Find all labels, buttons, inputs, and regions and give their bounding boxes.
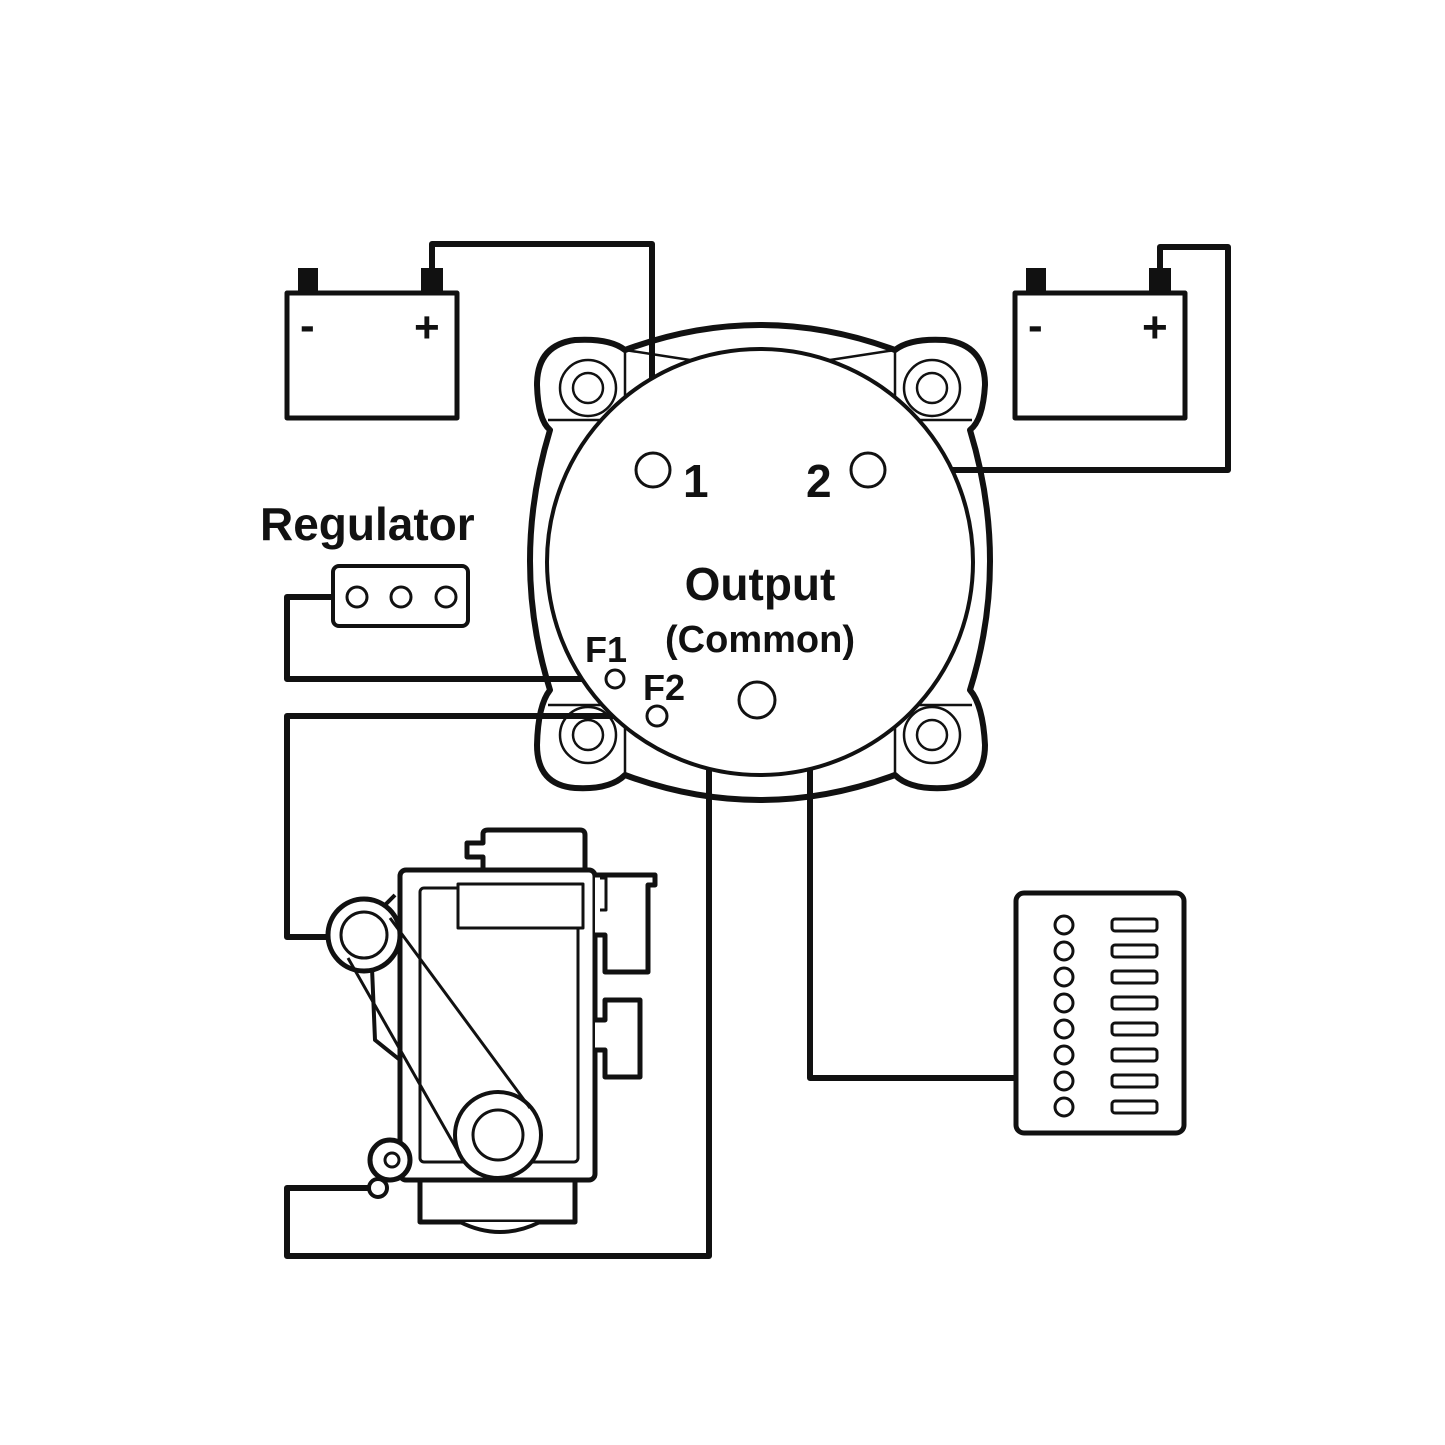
- f1-label: F1: [585, 629, 627, 670]
- panel-indicator-icon: [1053, 992, 1075, 1014]
- terminal-1: [634, 451, 672, 489]
- battery-2-plus: +: [1142, 303, 1168, 352]
- f2-label: F2: [643, 667, 685, 708]
- mount-hole-icon: [558, 358, 618, 418]
- panel-breaker-switch: [1110, 1099, 1159, 1115]
- alternator-label-plate: [456, 882, 585, 930]
- wire-battery1-to-terminal1: [429, 241, 655, 452]
- panel-breaker-switch: [1110, 1047, 1159, 1063]
- panel-indicator-icon: [1053, 940, 1075, 962]
- battery-2-positive-post: [1149, 268, 1171, 293]
- wire-battery2-to-terminal2: [886, 244, 1231, 473]
- battery-2-minus: -: [1028, 301, 1043, 350]
- terminal-f2: [645, 704, 669, 728]
- drive-belt: [346, 917, 532, 1156]
- terminal-f1: [604, 668, 626, 690]
- mount-hole-icon: [902, 358, 962, 418]
- battery-1-plus: +: [414, 303, 440, 352]
- distribution-panel: [1013, 890, 1187, 1136]
- panel-breaker-switch: [1110, 917, 1159, 933]
- battery-1-positive-post: [421, 268, 443, 293]
- battery-switch: 1 2 Output (Common) F1 F2: [527, 322, 993, 803]
- panel-breaker-switch: [1110, 1021, 1159, 1037]
- battery-2: - +: [1012, 268, 1188, 421]
- panel-indicator-icon: [1053, 1096, 1075, 1118]
- battery-1-minus: -: [300, 301, 315, 350]
- panel-breaker-switch: [1110, 1073, 1159, 1089]
- terminal-2: [849, 451, 887, 489]
- panel-indicator-icon: [1053, 914, 1075, 936]
- terminal-2-label: 2: [806, 455, 832, 507]
- panel-breaker-switch: [1110, 995, 1159, 1011]
- panel-breaker-switch: [1110, 969, 1159, 985]
- mount-hole-icon: [902, 705, 962, 765]
- alternator-top-box: [464, 827, 588, 870]
- battery-1: - +: [284, 268, 460, 421]
- battery-1-negative-post: [298, 268, 318, 293]
- regulator: Regulator: [260, 498, 475, 628]
- common-label: (Common): [665, 619, 855, 661]
- regulator-label: Regulator: [260, 498, 475, 550]
- panel-indicator-icon: [1053, 1044, 1075, 1066]
- wire-regulator-to-f1: [284, 594, 606, 682]
- panel-indicator-icon: [1053, 1018, 1075, 1040]
- panel-indicator-icon: [1053, 966, 1075, 988]
- wire-f2-to-alternator: [284, 713, 647, 940]
- alternator-base: [417, 1180, 578, 1225]
- mounting-plate: [527, 322, 993, 803]
- panel-indicator-icon: [1053, 1070, 1075, 1092]
- panel-breaker-switch: [1110, 943, 1159, 959]
- battery-2-negative-post: [1026, 268, 1046, 293]
- mounting-holes: [558, 358, 962, 765]
- alternator: [325, 827, 658, 1234]
- terminal-1-label: 1: [683, 455, 709, 507]
- mount-hole-icon: [558, 705, 618, 765]
- terminal-output: [737, 680, 777, 720]
- output-label: Output: [685, 558, 836, 610]
